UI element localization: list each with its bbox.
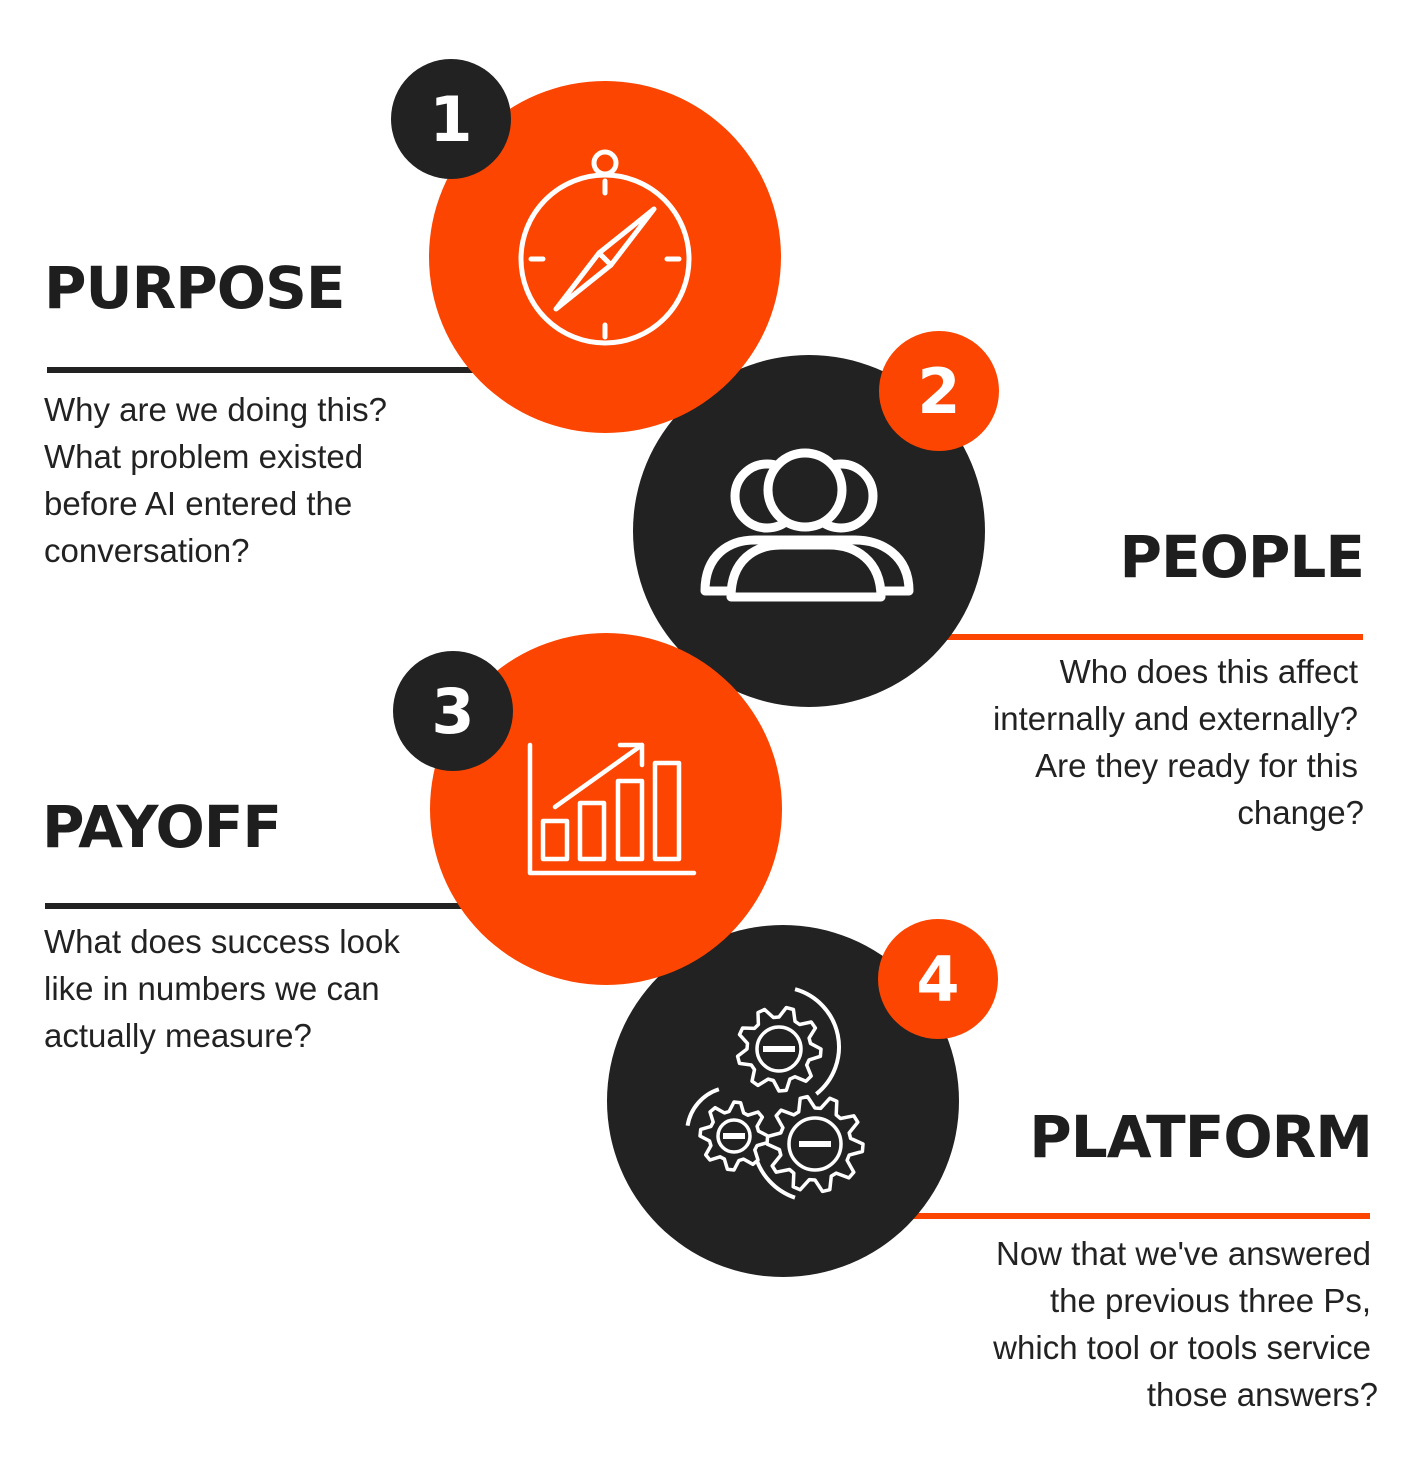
people-description: Who does this affect internally and exte… [993,648,1364,836]
description-line: actually measure? [44,1017,312,1054]
step-badge-1: 1 [391,59,511,179]
growth-chart-icon [527,742,697,876]
description-line: those answers? [1146,1376,1378,1413]
step-badge-3: 3 [393,651,513,771]
gear-hub [787,1116,843,1172]
description-line: the previous three Ps, [1049,1282,1371,1319]
payoff-heading: PAYOFF [42,793,282,861]
description-line: conversation? [44,532,250,569]
payoff-description: What does success look like in numbers w… [44,918,400,1059]
description-line: Why are we doing this? [44,391,388,428]
people-heading: PEOPLE [1119,523,1365,591]
purpose-divider [47,367,477,373]
purpose-heading: PURPOSE [44,254,345,322]
description-line: Who does this affect [1059,653,1358,690]
description-line: Now that we've answered [996,1235,1371,1272]
people-group-icon [700,448,914,602]
platform-divider [900,1213,1370,1219]
step-badge-4: 4 [878,919,998,1039]
description-line: internally and externally? [992,700,1358,737]
people-divider [930,634,1363,640]
motion-arc [685,1087,720,1127]
gear-hub [755,1025,803,1073]
description-line: like in numbers we can [44,970,380,1007]
gears-icon [685,987,865,1200]
description-line: before AI entered the [44,485,353,522]
description-line: What problem existed [44,438,364,475]
platform-circle [607,925,959,1277]
step-badge-2: 2 [879,331,999,451]
motion-arc [794,987,841,1096]
purpose-description: Why are we doing this? What problem exis… [44,386,387,574]
compass-icon [518,149,692,346]
platform-description: Now that we've answered the previous thr… [993,1230,1378,1418]
description-line: which tool or tools service [993,1329,1371,1366]
description-line: Are they ready for this [1035,747,1358,784]
platform-heading: PLATFORM [1029,1103,1373,1171]
payoff-divider [45,903,465,909]
description-line: What does success look [44,923,400,960]
gear-hub [716,1118,752,1154]
description-line: change? [1237,794,1364,831]
